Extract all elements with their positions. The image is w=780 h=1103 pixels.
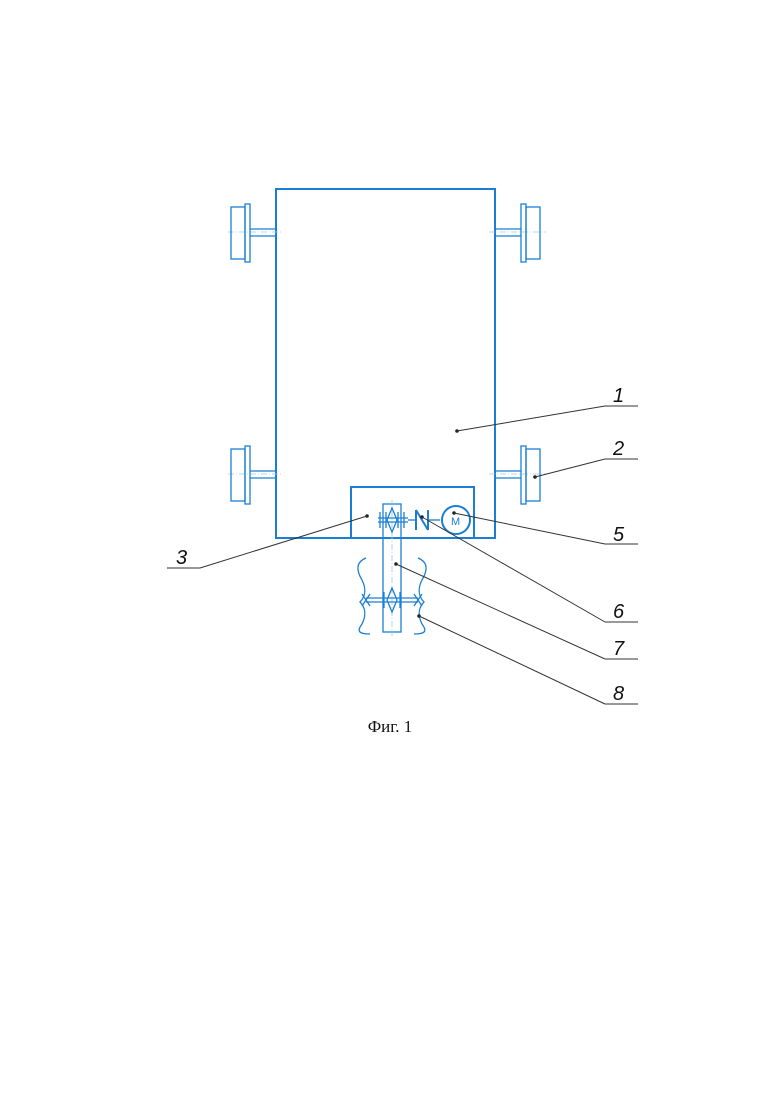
- upper-gear: [378, 508, 416, 532]
- motor: M: [442, 506, 470, 534]
- wheel-left-bottom: [228, 446, 282, 504]
- main-body: [276, 189, 495, 538]
- ref-label-6: 6: [613, 601, 625, 623]
- figure-caption: Фиг. 1: [0, 717, 780, 737]
- ref-label-3: 3: [176, 547, 187, 569]
- wheel-right-bottom: [489, 446, 546, 504]
- motor-symbol: M: [451, 516, 460, 528]
- ref-label-1: 1: [613, 385, 624, 407]
- ref-label-7: 7: [613, 638, 625, 660]
- wheel-right-top: [489, 204, 546, 262]
- ref-label-5: 5: [613, 524, 625, 546]
- wheel-left-top: [228, 204, 282, 262]
- ref-label-8: 8: [613, 683, 624, 705]
- ref-label-2: 2: [612, 438, 624, 460]
